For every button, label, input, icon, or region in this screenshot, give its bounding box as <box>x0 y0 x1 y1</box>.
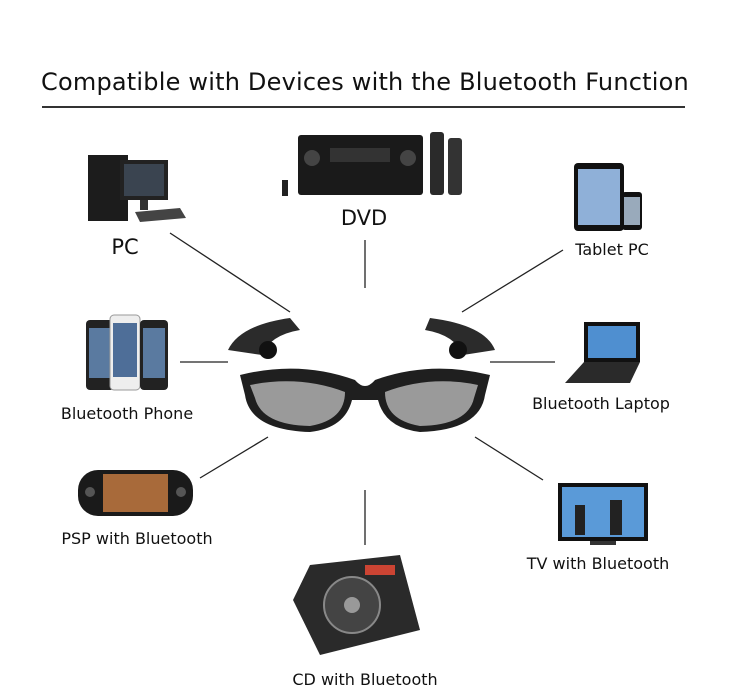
device-label-dvd: DVD <box>340 206 388 230</box>
title-divider <box>42 106 685 108</box>
sunglasses-headset-image <box>228 318 495 432</box>
laptop-icon <box>565 322 640 383</box>
handheld-console-icon <box>78 470 193 516</box>
device-label-laptop: Bluetooth Laptop <box>532 394 670 413</box>
device-label-psp: PSP with Bluetooth <box>61 529 213 548</box>
connector-psp <box>199 436 269 479</box>
tv-icon <box>558 483 648 545</box>
device-label-pc: PC <box>111 235 139 259</box>
cd-player-icon <box>293 555 420 655</box>
diagram-title: Compatible with Devices with the Bluetoo… <box>41 68 689 96</box>
device-label-phone: Bluetooth Phone <box>60 404 194 423</box>
connector-tablet <box>461 249 564 313</box>
tablet-icon <box>574 163 642 231</box>
device-label-tablet: Tablet PC <box>575 240 649 259</box>
desktop-pc-icon <box>88 155 186 222</box>
connector-pc <box>169 232 291 313</box>
device-label-cd: CD with Bluetooth <box>292 670 438 689</box>
smartphone-icon <box>86 314 168 391</box>
av-receiver-icon <box>282 132 462 196</box>
device-label-tv: TV with Bluetooth <box>526 554 670 573</box>
connector-tv <box>474 436 544 481</box>
